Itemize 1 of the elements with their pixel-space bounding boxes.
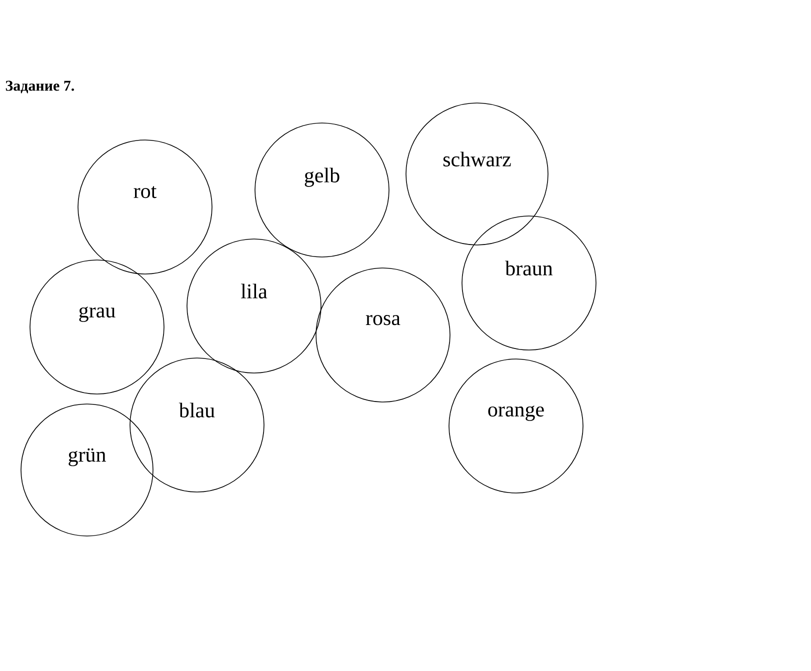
- title: Задание 7.: [6, 80, 74, 94]
